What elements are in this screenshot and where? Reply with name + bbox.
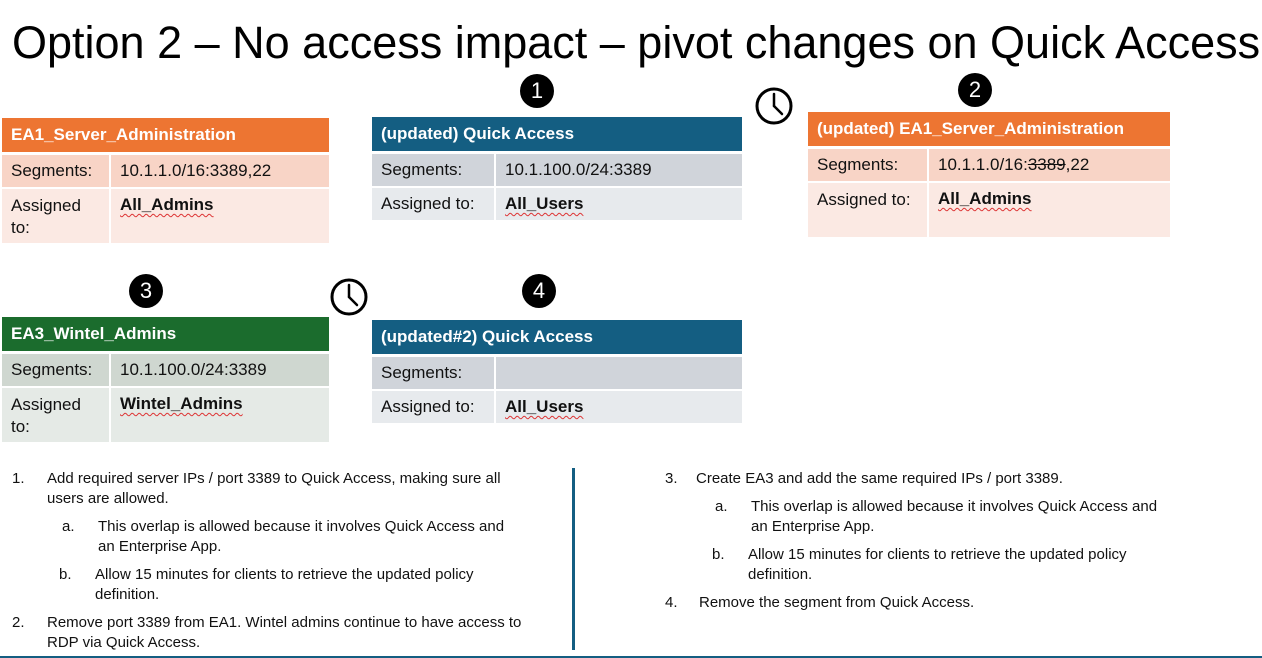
segments-label: Segments: bbox=[372, 357, 496, 389]
list-item: a. This overlap is allowed because it in… bbox=[715, 498, 1158, 535]
segments-value: 10.1.1.0/16:3389,22 bbox=[938, 155, 1090, 174]
list-item: 1. Add required server IPs / port 3389 t… bbox=[12, 470, 501, 507]
assigned-label: Assigned to: bbox=[2, 388, 111, 442]
quick-access-updated-card: (updated) Quick Access Segments: 10.1.10… bbox=[372, 117, 742, 220]
card-header: (updated#2) Quick Access bbox=[372, 320, 742, 357]
segments-label: Segments: bbox=[372, 154, 496, 186]
segments-row: Segments: 10.1.100.0/24:3389 bbox=[2, 354, 329, 386]
clock-icon bbox=[330, 278, 368, 316]
assigned-label: Assigned to: bbox=[372, 391, 496, 423]
list-item: 4. Remove the segment from Quick Access. bbox=[665, 594, 975, 611]
notes-right: 3. Create EA3 and add the same required … bbox=[665, 469, 1175, 613]
assigned-label: Assigned to: bbox=[808, 183, 929, 237]
segments-value: 10.1.100.0/24:3389 bbox=[505, 160, 652, 179]
list-item: 3. Create EA3 and add the same required … bbox=[665, 470, 1063, 487]
segments-label: Segments: bbox=[2, 155, 111, 187]
step-badge-1: 1 bbox=[520, 74, 554, 108]
card-header: EA3_Wintel_Admins bbox=[2, 317, 329, 354]
assigned-value: All_Admins bbox=[938, 189, 1032, 208]
ea3-wintel-admins-card: EA3_Wintel_Admins Segments: 10.1.100.0/2… bbox=[2, 317, 329, 442]
list-item: b. Allow 15 minutes for clients to retri… bbox=[712, 546, 1127, 583]
step-badge-4: 4 bbox=[522, 274, 556, 308]
segments-label: Segments: bbox=[808, 149, 929, 181]
step-badge-2: 2 bbox=[958, 73, 992, 107]
ea1-server-admin-updated-card: (updated) EA1_Server_Administration Segm… bbox=[808, 112, 1170, 237]
assigned-row: Assigned to: All_Users bbox=[372, 389, 742, 423]
assigned-value: Wintel_Admins bbox=[120, 394, 243, 413]
assigned-row: Assigned to: All_Admins bbox=[2, 187, 329, 243]
assigned-value: All_Users bbox=[505, 194, 584, 213]
notes-left: 1. Add required server IPs / port 3389 t… bbox=[12, 469, 522, 653]
assigned-label: Assigned to: bbox=[372, 188, 496, 220]
struck-port: 3389 bbox=[1027, 155, 1066, 174]
assigned-label: Assigned to: bbox=[2, 189, 111, 243]
clock-icon bbox=[755, 87, 793, 125]
card-header: (updated) Quick Access bbox=[372, 117, 742, 154]
segments-row: Segments: bbox=[372, 357, 742, 389]
assigned-row: Assigned to: Wintel_Admins bbox=[2, 386, 329, 442]
segments-label: Segments: bbox=[2, 354, 111, 386]
assigned-row: Assigned to: All_Users bbox=[372, 186, 742, 220]
assigned-value: All_Users bbox=[505, 397, 584, 416]
card-header: (updated) EA1_Server_Administration bbox=[808, 112, 1170, 149]
list-item: a. This overlap is allowed because it in… bbox=[62, 518, 505, 555]
segments-row: Segments: 10.1.100.0/24:3389 bbox=[372, 154, 742, 186]
bottom-rule bbox=[0, 656, 1262, 658]
segments-value: 10.1.1.0/16:3389,22 bbox=[120, 161, 272, 180]
page-title: Option 2 – No access impact – pivot chan… bbox=[12, 17, 1261, 68]
list-item: b. Allow 15 minutes for clients to retri… bbox=[59, 566, 474, 603]
segments-row: Segments: 10.1.1.0/16:3389,22 bbox=[2, 155, 329, 187]
card-header: EA1_Server_Administration bbox=[2, 118, 329, 155]
segments-row: Segments: 10.1.1.0/16:3389,22 bbox=[808, 149, 1170, 181]
ea1-server-admin-card: EA1_Server_Administration Segments: 10.1… bbox=[2, 118, 329, 243]
list-item: 2. Remove port 3389 from EA1. Wintel adm… bbox=[12, 614, 522, 651]
step-badge-3: 3 bbox=[129, 274, 163, 308]
quick-access-updated2-card: (updated#2) Quick Access Segments: Assig… bbox=[372, 320, 742, 423]
column-divider bbox=[572, 468, 575, 650]
assigned-value: All_Admins bbox=[120, 195, 214, 214]
segments-value: 10.1.100.0/24:3389 bbox=[120, 360, 267, 379]
assigned-row: Assigned to: All_Admins bbox=[808, 181, 1170, 237]
segments-value bbox=[496, 357, 742, 389]
